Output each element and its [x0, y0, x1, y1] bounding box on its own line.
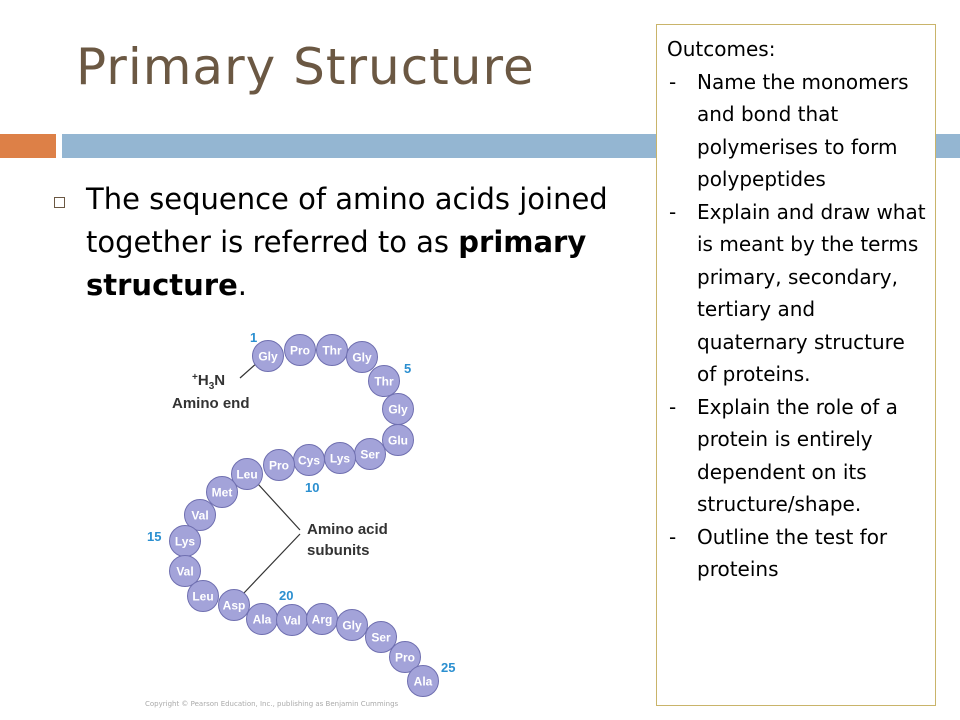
- amino-acid-bead: Ala: [407, 665, 439, 697]
- position-number: 25: [441, 660, 455, 675]
- amino-acid-bead: Pro: [389, 641, 421, 673]
- amino-acid-label: Thr: [374, 375, 394, 389]
- amino-acid-bead: Ser: [365, 621, 397, 653]
- amino-acid-label: Val: [176, 565, 193, 579]
- amino-acid-label: Ser: [360, 448, 380, 462]
- slide-title: Primary Structure: [76, 38, 535, 96]
- amino-acid-bead: Thr: [316, 334, 348, 366]
- position-number: 5: [404, 361, 411, 376]
- amino-acid-label: Met: [212, 486, 233, 500]
- amino-acid-bead: Arg: [306, 603, 338, 635]
- amino-end-label: Amino end: [172, 395, 250, 412]
- amino-acid-bead: Leu: [231, 458, 263, 490]
- subunits-label-line2: subunits: [307, 542, 370, 559]
- bead-circle: [231, 458, 263, 490]
- amino-acid-label: Ala: [253, 613, 272, 627]
- subunits-label-line1: Amino acid: [307, 521, 388, 538]
- amino-acid-label: Gly: [342, 619, 362, 633]
- bead-circle: [184, 499, 216, 531]
- amino-acid-label: Lys: [175, 535, 196, 549]
- outcomes-box: Outcomes: Name the monomers and bond tha…: [656, 24, 936, 706]
- amino-acid-label: Gly: [388, 403, 408, 417]
- bead-circle: [365, 621, 397, 653]
- amino-acid-bead: Ala: [246, 603, 278, 635]
- amino-acid-label: Pro: [395, 651, 415, 665]
- amino-acid-label: Glu: [388, 434, 408, 448]
- bead-circle: [218, 589, 250, 621]
- amino-acid-label: Pro: [290, 344, 310, 358]
- outcome-item: Name the monomers and bond that polymeri…: [667, 66, 929, 196]
- bead-circle: [316, 334, 348, 366]
- amino-acid-label: Cys: [298, 454, 320, 468]
- subunit-leader-line: [242, 533, 301, 595]
- amino-acid-label: Pro: [269, 459, 289, 473]
- amino-acid-label: Arg: [312, 613, 333, 627]
- amino-acid-label: Thr: [322, 344, 342, 358]
- accent-bar-orange: [0, 134, 56, 158]
- amino-acid-bead: Asp: [218, 589, 250, 621]
- position-number: 10: [305, 480, 319, 495]
- amino-acid-label: Gly: [258, 350, 278, 364]
- amino-acid-bead: Gly: [252, 340, 284, 372]
- bead-circle: [346, 341, 378, 373]
- amino-acid-bead: Cys: [293, 444, 325, 476]
- amino-acid-bead: Pro: [263, 449, 295, 481]
- outcome-item: Explain the role of a protein is entirel…: [667, 391, 929, 521]
- amino-acid-label: Ser: [371, 631, 391, 645]
- amino-acid-label: Leu: [236, 468, 257, 482]
- position-number: 1: [250, 330, 257, 345]
- amino-acid-bead: Gly: [336, 609, 368, 641]
- outcome-item: Explain and draw what is meant by the te…: [667, 196, 929, 391]
- subunit-leader-line: [257, 483, 301, 531]
- amino-acid-bead: Met: [206, 476, 238, 508]
- amino-acid-bead: Gly: [346, 341, 378, 373]
- amino-acid-bead: Glu: [382, 424, 414, 456]
- amino-acid-bead: Gly: [382, 393, 414, 425]
- amino-acid-bead: Thr: [368, 365, 400, 397]
- bead-circle: [368, 365, 400, 397]
- amino-acid-label: Val: [191, 509, 208, 523]
- bullet-text: The sequence of amino acids joined toget…: [86, 178, 626, 307]
- amino-acid-bead: Ser: [354, 438, 386, 470]
- bead-circle: [336, 609, 368, 641]
- bead-circle: [252, 340, 284, 372]
- bead-circle: [206, 476, 238, 508]
- amino-acid-label: Val: [283, 614, 300, 628]
- amino-group-label: +H3N: [192, 372, 225, 392]
- bead-circle: [389, 641, 421, 673]
- outcomes-heading: Outcomes:: [667, 37, 776, 61]
- amino-acid-label: Gly: [352, 351, 372, 365]
- amino-acid-bead: Val: [169, 555, 201, 587]
- bead-circle: [187, 580, 219, 612]
- bead-circle: [407, 665, 439, 697]
- amino-acid-bead: Lys: [169, 525, 201, 557]
- bullet-text-bold: primary structure: [86, 225, 587, 302]
- amino-acid-bead: Leu: [187, 580, 219, 612]
- amino-acid-bead: Val: [184, 499, 216, 531]
- bead-circle: [284, 334, 316, 366]
- bead-circle: [169, 555, 201, 587]
- bullet-text-suffix: .: [237, 268, 247, 302]
- amino-acid-bead: Pro: [284, 334, 316, 366]
- amino-acid-label: Asp: [223, 599, 246, 613]
- amino-acid-label: Ala: [414, 675, 433, 689]
- amino-acid-label: Leu: [192, 590, 213, 604]
- image-credit: Copyright © Pearson Education, Inc., pub…: [145, 700, 399, 708]
- outcomes-list: Name the monomers and bond that polymeri…: [667, 66, 929, 586]
- square-bullet-icon: [54, 197, 65, 208]
- amino-acid-bead: Val: [276, 604, 308, 636]
- bead-circle: [263, 449, 295, 481]
- position-number: 15: [147, 529, 161, 544]
- amino-acid-label: Lys: [330, 452, 351, 466]
- outcome-item: Outline the test for proteins: [667, 521, 929, 586]
- amino-acid-bead: Lys: [324, 442, 356, 474]
- bead-circle: [382, 424, 414, 456]
- bullet-text-prefix: The sequence of amino acids joined toget…: [86, 182, 608, 259]
- position-number: 20: [279, 588, 293, 603]
